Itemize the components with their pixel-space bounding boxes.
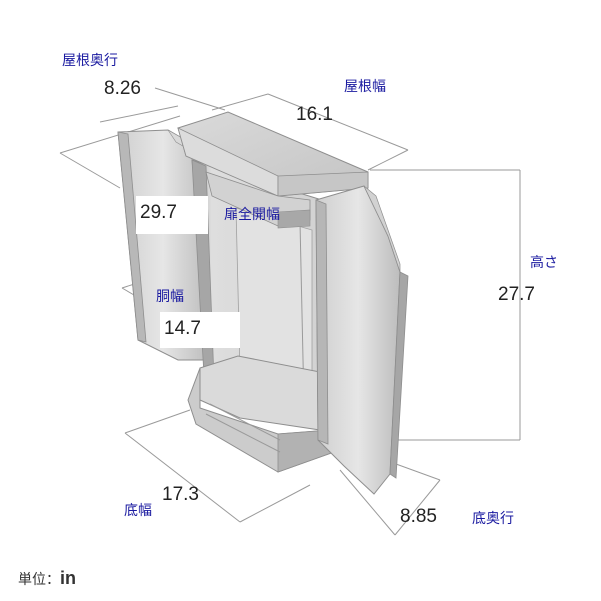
- door-full-width-value: 29.7: [136, 196, 208, 234]
- roof-depth-line-b: [59, 152, 121, 189]
- door-full-width-label: 扉全開幅: [224, 207, 280, 223]
- base-width-label: 底幅: [124, 503, 152, 519]
- dimension-lines: [59, 87, 521, 536]
- roof-depth-value: 8.26: [104, 78, 141, 99]
- base-depth-line-a: [339, 469, 396, 536]
- base-depth-label: 底奥行: [472, 511, 514, 527]
- base-depth-line-b: [394, 479, 441, 536]
- base-width-line-c: [239, 484, 311, 523]
- roof-width-line-c: [367, 149, 409, 171]
- unit-note: 単位：in: [18, 568, 76, 589]
- cabinet-base: [187, 355, 335, 473]
- base-width-line-b: [124, 432, 241, 523]
- roof-width-value: 16.1: [296, 104, 333, 125]
- cabinet-roof: [177, 111, 369, 229]
- body-width-label: 胴幅: [156, 289, 184, 305]
- roof-depth-label: 屋根奥行: [62, 53, 118, 69]
- base-width-value: 17.3: [162, 484, 199, 505]
- base-width-line-a: [124, 409, 191, 434]
- body-width-value: 14.7: [160, 312, 240, 348]
- base-depth-value: 8.85: [400, 506, 437, 527]
- height-value: 27.7: [498, 284, 535, 305]
- unit-value: in: [60, 568, 76, 588]
- right-door: [315, 185, 409, 495]
- roof-depth-line-c: [99, 105, 179, 123]
- roof-width-line-b: [267, 93, 409, 151]
- height-label: 高さ: [530, 255, 558, 271]
- roof-width-label: 屋根幅: [344, 79, 386, 95]
- roof-width-line-a: [211, 93, 269, 111]
- roof-depth-line-d: [154, 87, 226, 111]
- unit-label: 単位：: [18, 572, 60, 588]
